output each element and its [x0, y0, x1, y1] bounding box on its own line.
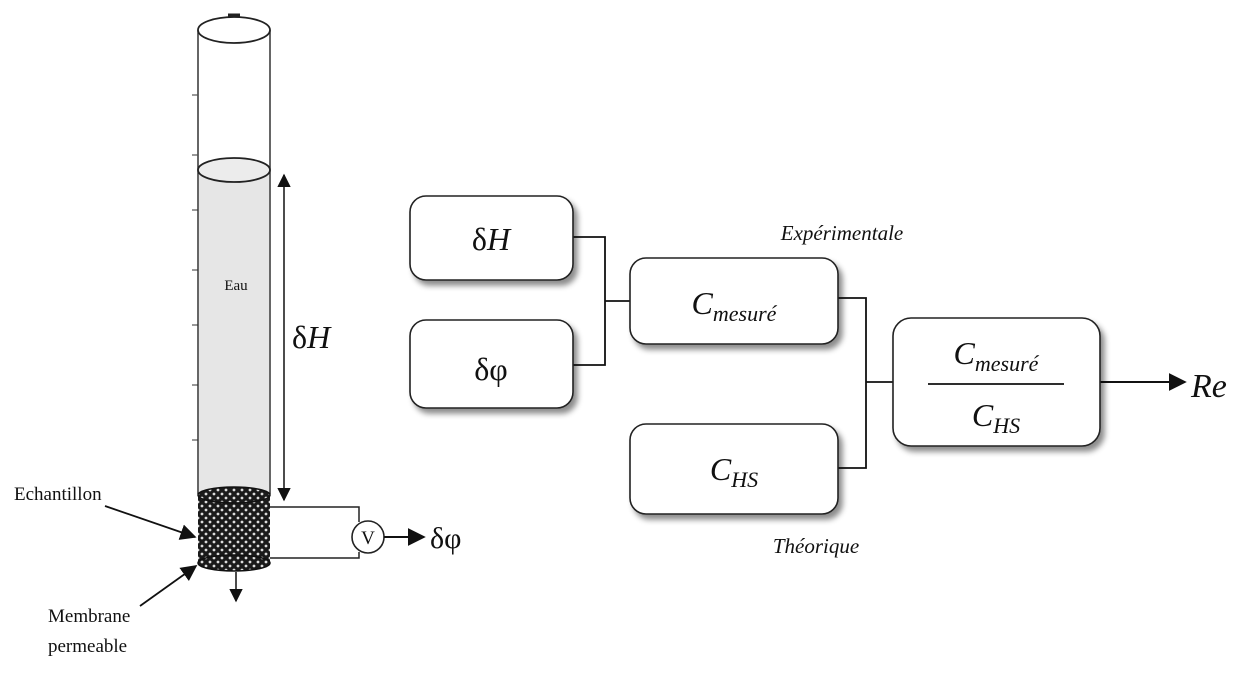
theoretical-coefficient-box: CHS [629, 423, 839, 515]
water-surface [197, 157, 271, 183]
coefficients-bracket [838, 297, 867, 469]
height-dimension-label: δH [292, 319, 332, 355]
water-column [199, 170, 269, 492]
input-potential-box: δφ [409, 319, 574, 409]
graduation-ticks [192, 94, 198, 441]
inputs-bracket [573, 236, 606, 366]
water-label: Eau [224, 278, 248, 294]
tube-top-opening [197, 16, 271, 44]
membrane-label-line1: Membrane [48, 606, 130, 627]
measured-coefficient-label: Cmesuré [692, 285, 778, 326]
sample-top [197, 486, 271, 504]
potential-output-label: δφ [430, 522, 461, 555]
electrode-wire-bottom [270, 552, 360, 559]
output-label: Re [1190, 368, 1227, 405]
ratio-numerator: Cmesuré [954, 335, 1040, 376]
theoretical-coefficient-label: CHS [710, 451, 758, 492]
sample-label: Echantillon [14, 484, 102, 505]
sample-bottom [197, 554, 271, 572]
input-height-label: δH [472, 221, 512, 257]
electrode-wire-top [270, 506, 360, 522]
column-apparatus: Eau δH V δφ Echantillon Membrane permeab… [14, 13, 461, 657]
membrane-label-line2: permeable [48, 636, 127, 657]
ratio-denominator: CHS [972, 397, 1020, 438]
theoretical-label: Théorique [773, 534, 859, 558]
input-potential-label: δφ [474, 351, 508, 387]
membrane-pointer-arrow [139, 565, 198, 607]
sample-pointer-arrow [104, 505, 197, 540]
experimental-label: Expérimentale [780, 221, 903, 245]
input-height-box: δH [409, 195, 574, 281]
measured-coefficient-box: Cmesuré [629, 257, 839, 345]
sample-beads [198, 495, 270, 563]
flow-diagram: δH δφ Cmesuré Expérimentale CHS Théoriqu… [409, 195, 1227, 558]
ratio-box: Cmesuré CHS [892, 317, 1101, 447]
voltmeter-label: V [361, 528, 375, 549]
